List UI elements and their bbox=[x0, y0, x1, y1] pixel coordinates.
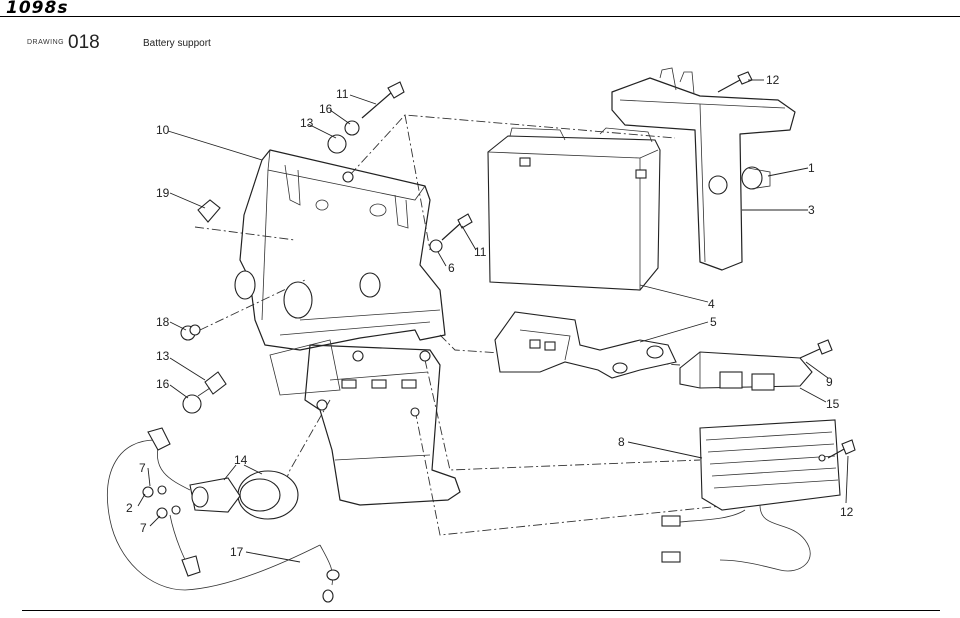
drawing-title: Battery support bbox=[143, 38, 211, 49]
nuts-washers bbox=[142, 485, 181, 519]
screw-top bbox=[717, 71, 753, 93]
callout-5: 5 bbox=[710, 315, 717, 329]
callout-2: 2 bbox=[126, 501, 133, 515]
connector-block bbox=[679, 339, 833, 391]
callout-12b: 12 bbox=[840, 505, 854, 519]
battery bbox=[487, 127, 661, 291]
lower-bracket bbox=[269, 339, 461, 506]
fuse-holder bbox=[189, 470, 299, 520]
callout-19: 19 bbox=[156, 186, 170, 200]
screw-lower bbox=[827, 439, 856, 459]
brand-logo: 1098s bbox=[6, 0, 69, 18]
voltage-regulator bbox=[661, 419, 841, 572]
callout-16b: 16 bbox=[156, 377, 170, 391]
callout-13a: 13 bbox=[300, 116, 314, 130]
callout-4: 4 bbox=[708, 297, 715, 311]
nut-18 bbox=[180, 324, 201, 341]
callout-1: 1 bbox=[808, 161, 815, 175]
callout-10: 10 bbox=[156, 123, 170, 137]
callout-9: 9 bbox=[826, 375, 833, 389]
callout-7b: 7 bbox=[140, 521, 147, 535]
screw-washer-battery bbox=[429, 213, 473, 253]
callout-15: 15 bbox=[826, 397, 840, 411]
battery-tray bbox=[234, 149, 446, 351]
battery-cover-knob bbox=[741, 166, 771, 190]
screw-tray-top bbox=[327, 81, 405, 183]
relay-holder bbox=[494, 311, 677, 379]
callout-18: 18 bbox=[156, 315, 170, 329]
spacer-lower bbox=[182, 371, 227, 414]
callout-17: 17 bbox=[230, 545, 244, 559]
callout-11b: 11 bbox=[474, 245, 487, 259]
grommet-19 bbox=[197, 199, 221, 223]
header-rule bbox=[0, 16, 960, 17]
callout-13b: 13 bbox=[156, 349, 170, 363]
callout-11a: 11 bbox=[336, 87, 349, 101]
battery-cover bbox=[611, 67, 796, 271]
leader-lines bbox=[137, 79, 849, 563]
battery-cable bbox=[107, 427, 340, 603]
callout-16a: 16 bbox=[319, 102, 333, 116]
callout-3: 3 bbox=[808, 203, 815, 217]
callout-numbers: 1 2 3 4 5 6 7 7 8 9 10 11 11 12 12 13 13… bbox=[126, 73, 854, 559]
callout-6: 6 bbox=[448, 261, 455, 275]
callout-12a: 12 bbox=[766, 73, 780, 87]
callout-7a: 7 bbox=[139, 461, 146, 475]
footer-rule bbox=[22, 610, 940, 611]
callout-14: 14 bbox=[234, 453, 248, 467]
drawing-label: DRAWING bbox=[27, 39, 65, 46]
assembly-lines bbox=[194, 114, 781, 536]
drawing-number: 018 bbox=[68, 32, 100, 53]
callout-8: 8 bbox=[618, 435, 625, 449]
